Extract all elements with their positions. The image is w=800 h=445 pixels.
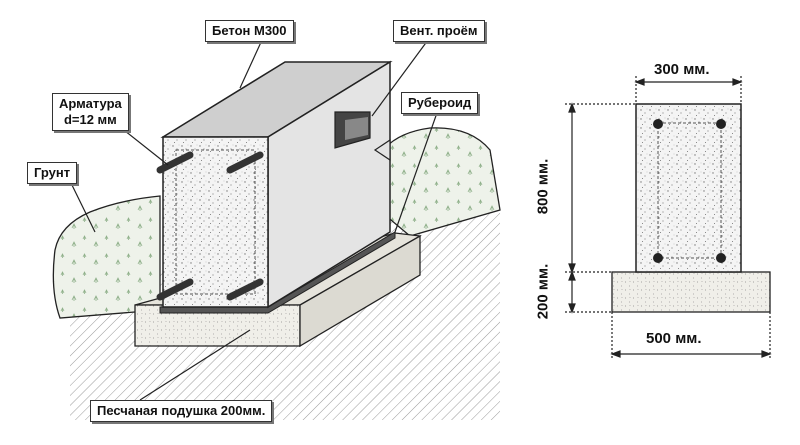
label-vent: Вент. проём (393, 20, 485, 42)
label-concrete-text: Бетон М300 (212, 23, 287, 38)
block-front (162, 136, 269, 308)
dimension-lines (565, 76, 772, 360)
rebar-top-left (156, 151, 194, 174)
label-soil-text: Грунт (34, 165, 71, 180)
label-vent-text: Вент. проём (400, 23, 478, 38)
sand-pad-side (299, 234, 421, 348)
section-rebar (716, 119, 726, 129)
section-rebar (653, 119, 663, 129)
soil-mound-right (384, 127, 501, 237)
label-roofing: Рубероид (401, 92, 479, 114)
label-concrete: Бетон М300 (205, 20, 294, 42)
label-roofing-text: Рубероид (408, 95, 472, 110)
rebar-bottom-left (156, 278, 194, 301)
dim-pad-height: 200 мм. (534, 263, 552, 320)
label-rebar-line1: Арматура (59, 96, 122, 111)
rebar-bottom-right (226, 278, 264, 301)
section-stirrup (657, 122, 722, 259)
label-rebar: Арматура d=12 мм (52, 93, 129, 131)
soil-mound-left (52, 195, 161, 319)
label-sand: Песчаная подушка 200мм. (90, 400, 273, 422)
block-notch (373, 138, 391, 162)
dim-bottom-width: 500 мм. (646, 330, 702, 347)
vent-inner (345, 117, 368, 140)
section-rebar (653, 253, 663, 263)
section-sand-pad (611, 271, 771, 313)
label-sand-text: Песчаная подушка 200мм. (97, 403, 266, 418)
dim-top-width: 300 мм. (654, 61, 710, 78)
leader-lines (69, 39, 439, 401)
section-concrete (635, 103, 742, 273)
label-rebar-line2: d=12 мм (63, 112, 117, 127)
dim-height: 800 мм. (534, 158, 552, 215)
label-soil: Грунт (27, 162, 78, 184)
stirrup (175, 149, 256, 295)
section-rebar (716, 253, 726, 263)
rebar-top-right (226, 151, 264, 174)
